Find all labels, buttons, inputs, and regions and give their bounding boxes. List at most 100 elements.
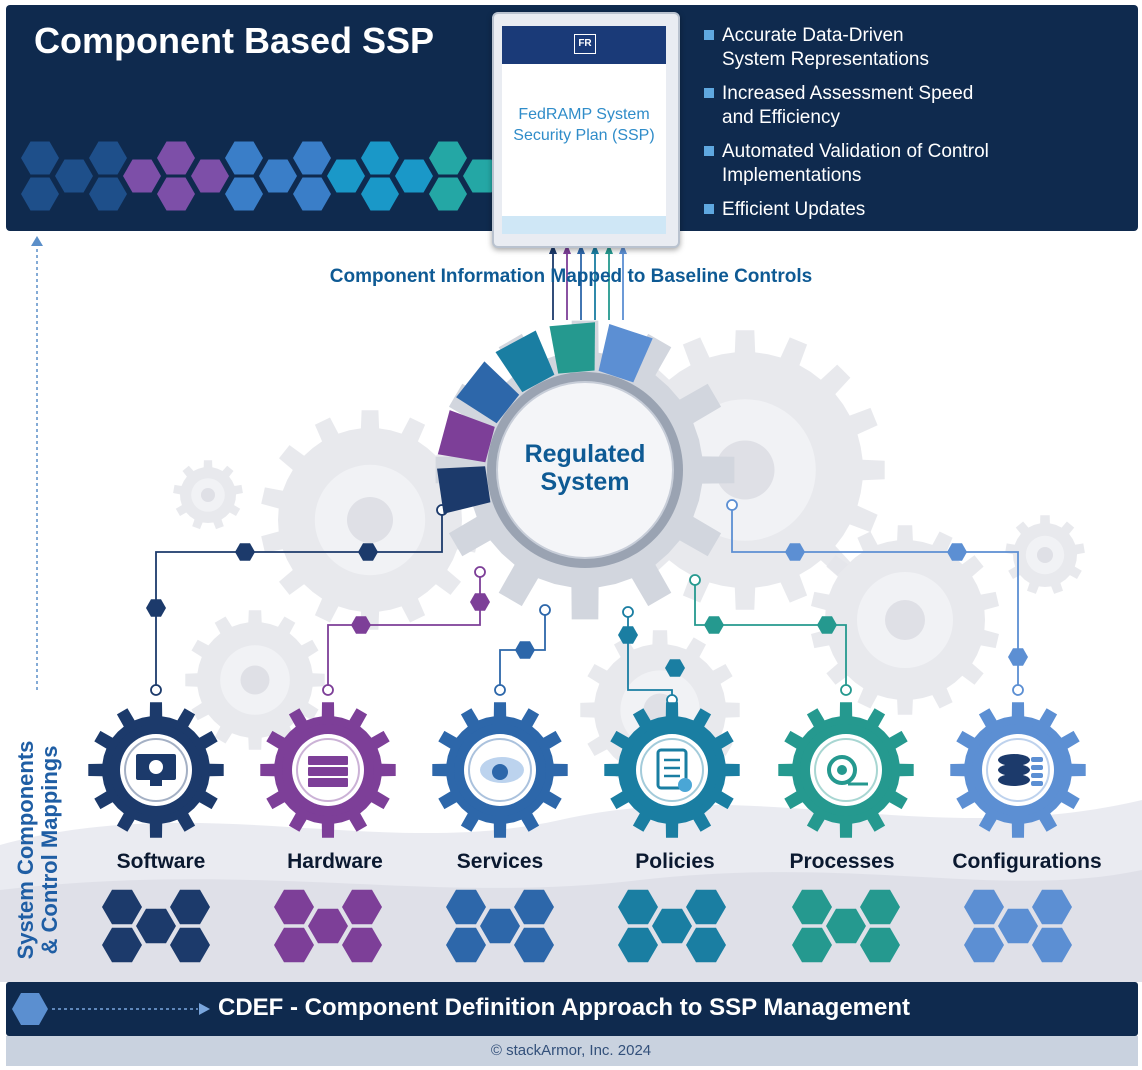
component-hexagon [792, 889, 832, 925]
check-badge [678, 778, 692, 792]
database-disk [998, 754, 1030, 766]
connector-hexagon [146, 599, 166, 617]
monitor-stand [150, 780, 162, 786]
mapping-arrow-head-icon [619, 244, 627, 254]
background-gear-center [715, 440, 775, 500]
component-hexagon [618, 889, 658, 925]
database-bar [1031, 765, 1043, 770]
connector-hexagon [704, 616, 724, 634]
header-hexagon [463, 159, 501, 193]
connector-line [155, 510, 443, 690]
database-bar [1031, 757, 1043, 762]
process-cycle-icon [827, 755, 868, 786]
central-gear-tooth [456, 361, 520, 424]
server-rack-icon [308, 756, 348, 787]
component-label-services: Services [456, 850, 544, 873]
central-gear-face [496, 381, 674, 559]
component-label-policies: Policies [635, 850, 715, 873]
component-hexagon [342, 927, 382, 963]
mapping-arrows [549, 244, 627, 320]
component-hexagon [686, 889, 726, 925]
component-label-processes: Processes [789, 850, 895, 873]
database-bar [1031, 781, 1043, 786]
component-hexagon [618, 927, 658, 963]
connector-node [622, 606, 634, 618]
central-gear-tooth [437, 410, 495, 463]
component-hexagon [964, 927, 1004, 963]
connector-lines [146, 499, 1028, 706]
header-hexagon [395, 159, 433, 193]
header-hexagon [191, 159, 229, 193]
central-gear-tooth [598, 324, 653, 383]
background-gear-center [347, 497, 393, 543]
component-hexagon [964, 889, 1004, 925]
component-hexagon [792, 927, 832, 963]
component-hexagon [514, 927, 554, 963]
monitor-gear [149, 760, 163, 774]
connector-node [539, 604, 551, 616]
mapping-arrow-head-icon [605, 244, 613, 254]
connector-hexagon [351, 616, 371, 634]
component-hexagon [274, 889, 314, 925]
header-hexagon [123, 159, 161, 193]
header-hexagon [157, 177, 195, 211]
cloud-gear [492, 764, 508, 780]
connector-node [689, 574, 701, 586]
footer-bar [6, 982, 1138, 1036]
component-hexagon [308, 908, 348, 944]
component-hexagon [1032, 889, 1072, 925]
component-gear-inner-ring [814, 738, 878, 802]
central-gear-tooth [437, 466, 491, 514]
component-hexagon [102, 889, 142, 925]
component-gear-inner-ring [468, 738, 532, 802]
connector-node [474, 566, 486, 578]
connector-hexagon [618, 626, 638, 644]
header-hexagon [21, 177, 59, 211]
connector-node [494, 684, 506, 696]
component-label-configurations: Configurations [952, 850, 1102, 873]
component-hexagon [860, 889, 900, 925]
mapping-arrow-head-icon [577, 244, 585, 254]
header-hexagon-strip [21, 141, 501, 211]
connector-hexagon [785, 543, 805, 561]
header-hexagon [89, 177, 127, 211]
mapping-arrow-head-icon [563, 244, 571, 254]
clipboard-outline [656, 748, 688, 790]
mapping-caption: Component Information Mapped to Baseline… [329, 266, 813, 287]
monitor-gear-icon [136, 754, 176, 786]
component-hexagon [686, 927, 726, 963]
database-icon [998, 754, 1043, 786]
page-title: Component Based SSP [34, 20, 435, 61]
connector-hexagon [817, 616, 837, 634]
database-disk [998, 764, 1030, 776]
side-arrow-head-icon [31, 236, 43, 246]
header-hexagon [55, 159, 93, 193]
background-gear-center [1037, 547, 1053, 563]
component-gear-inner-ring [640, 738, 704, 802]
header-hexagon [225, 141, 263, 175]
background-gear-center [240, 665, 270, 695]
square-bullet-icon [704, 88, 714, 98]
component-hexagon [342, 889, 382, 925]
header-hexagon [327, 159, 365, 193]
connector-hexagon [665, 659, 685, 677]
header-hexagon [89, 141, 127, 175]
server-unit [308, 756, 348, 765]
square-bullet-icon [704, 30, 714, 40]
background-gear-center [885, 600, 925, 640]
background-gear-center [201, 488, 215, 502]
square-bullet-icon [704, 204, 714, 214]
component-hexagon [136, 908, 176, 944]
header-hexagon [225, 177, 263, 211]
component-hexagon [274, 927, 314, 963]
benefit-item: Efficient Updates [704, 198, 989, 222]
component-gear-face [636, 734, 708, 806]
component-hexagon [102, 927, 142, 963]
component-gear-inner-ring [986, 738, 1050, 802]
header-hexagon [429, 141, 467, 175]
connector-node [1012, 684, 1024, 696]
